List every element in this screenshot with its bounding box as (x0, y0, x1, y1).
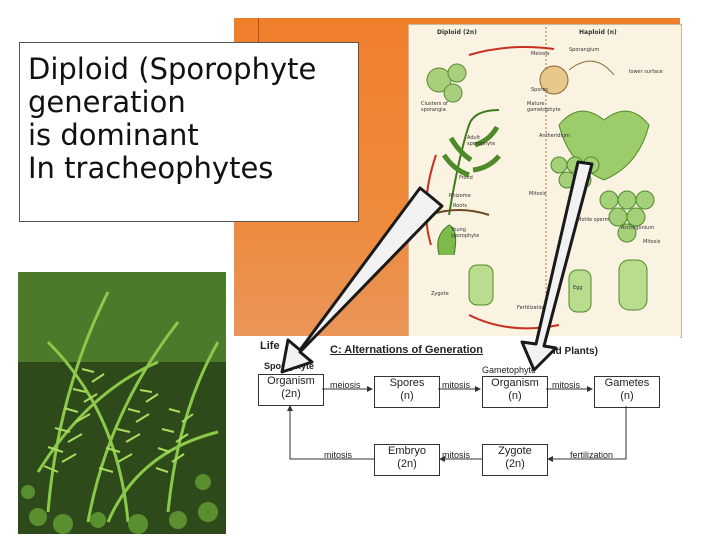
pointer-arrow-to-gametophyte (522, 162, 592, 370)
pointer-arrow-to-sporophyte (282, 188, 442, 372)
